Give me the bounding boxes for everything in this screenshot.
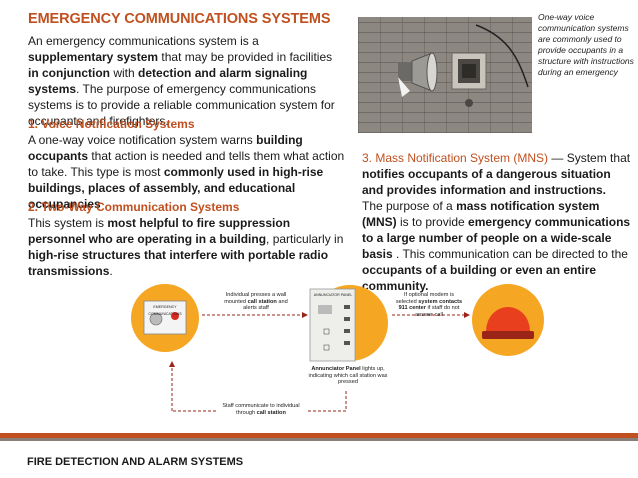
step3-label: If optional modem is selected system con… [395, 292, 463, 318]
footer-band-accent [0, 433, 638, 438]
page-title: EMERGENCY COMMUNICATIONS SYSTEMS [28, 11, 331, 27]
panel-title: ANNUNCIATOR PANEL [313, 293, 353, 297]
photo-caption: One-way voice communication systems are … [538, 12, 634, 77]
speaker-horns-illustration [398, 24, 529, 107]
diagram-graphics [131, 284, 544, 412]
step2-label: Annunciator Panel lights up, indicating … [308, 366, 388, 386]
footer-text: FIRE DETECTION AND ALARM SYSTEMS [27, 456, 244, 468]
voice-paragraph: A one-way voice notification system warn… [28, 133, 345, 211]
voice-heading: 1. Voice Notification Systems [28, 117, 195, 131]
mns-paragraph: 3. Mass Notification System (MNS) — Syst… [362, 151, 631, 293]
mns-heading: 3. Mass Notification System (MNS) [362, 151, 549, 165]
step4-label: Staff communicate to individual through … [216, 403, 306, 417]
step1-label: Individual presses a wall mounted call s… [224, 292, 288, 312]
twoway-paragraph: This system is most helpful to fire supp… [28, 216, 344, 278]
footer-band-gray [0, 438, 638, 441]
call-station-title: EMERGENCY COMMUNICATIONS [148, 305, 182, 316]
call-station-diagram: EMERGENCY COMMUNICATIONS ANNUNCIATOR PAN… [130, 283, 550, 423]
intro-paragraph: An emergency communications system is a … [28, 34, 335, 128]
twoway-heading: 2. Two-Way Communication Systems [28, 200, 240, 214]
speaker-photo [358, 17, 532, 133]
